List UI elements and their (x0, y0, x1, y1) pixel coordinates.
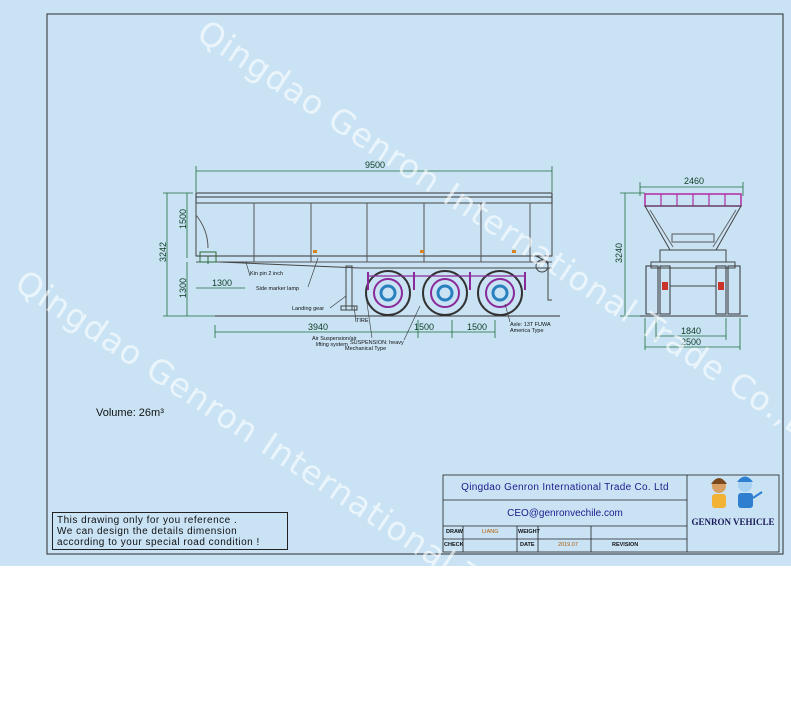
callout-leaders (245, 257, 511, 341)
callout-mechanical: Mechanical Type (345, 346, 386, 352)
side-view-trailer (163, 166, 560, 338)
callout-side-lamp: Side marker lamp (256, 286, 299, 292)
company-name: Qingdao Genron International Trade Co. L… (461, 481, 669, 493)
dim-axle-spacing-1: 1500 (414, 322, 434, 332)
dim-overall-length: 9500 (365, 160, 385, 170)
callout-landing-gear: Landing gear (292, 306, 324, 312)
reference-note: This drawing only for you reference . We… (52, 512, 288, 550)
callout-suspension: SUSPENSION: heavy (350, 340, 404, 346)
date-value: 2019.07 (558, 542, 578, 548)
callout-axle-type: America Type (510, 328, 544, 334)
note-line-3: according to your special road condition… (57, 537, 260, 548)
drawing-frame (46, 13, 784, 555)
title-block-grid (442, 474, 780, 553)
dim-rear-distance: 3940 (308, 322, 328, 332)
date-label: DATE (520, 542, 535, 548)
callout-air-suspension: Air Suspension/air (312, 336, 357, 342)
company-email: CEO@genronvechile.com (507, 507, 623, 519)
front-view-trailer (620, 182, 748, 350)
dim-body-height: 1500 (178, 209, 188, 229)
drawing-sheet: 9500 3242 1500 1300 1300 3940 1500 1500 … (0, 0, 791, 566)
dim-axle-spacing-2: 1500 (467, 322, 487, 332)
revision-label: REVISION (612, 542, 639, 548)
callout-tire: TIRE (356, 318, 369, 324)
volume-label: Volume: 26m³ (96, 407, 164, 419)
draw-label: DRAW (446, 529, 463, 535)
draw-value: LIANG (482, 529, 499, 535)
dim-lower-height: 1300 (178, 278, 188, 298)
dim-overall-height: 3242 (158, 242, 168, 262)
brand-name: GENRON VEHICLE (691, 517, 775, 527)
dim-front-height: 3240 (614, 243, 624, 263)
dim-front-width: 2460 (684, 176, 704, 186)
side-view-wheels (365, 270, 526, 316)
dim-axle-width: 2500 (681, 337, 701, 347)
callout-kingpin: Kin pin 2 inch (250, 271, 283, 277)
note-line-1: This drawing only for you reference . (57, 515, 238, 526)
note-line-2: We can design the details dimension (57, 526, 238, 537)
weight-label: WEIGHT (518, 529, 540, 535)
callout-axle: Axle: 13T FUWA (510, 322, 551, 328)
technical-drawing: 9500 3242 1500 1300 1300 3940 1500 1500 … (46, 13, 784, 555)
brand-logo (711, 476, 763, 508)
dim-track-width: 1840 (681, 326, 701, 336)
dim-kingpin-offset: 1300 (212, 278, 232, 288)
check-label: CHECK (444, 542, 464, 548)
callout-lifting-system: lifting system (316, 342, 348, 348)
